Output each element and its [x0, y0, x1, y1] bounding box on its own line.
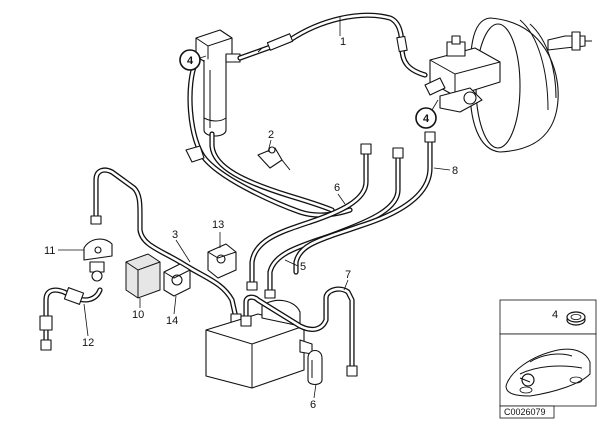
label-8a: 8	[452, 165, 458, 177]
label-5: 5	[300, 261, 306, 273]
label-10: 10	[132, 309, 144, 321]
inset-panel: 4 C0026079	[499, 299, 597, 419]
bracket-2	[185, 145, 291, 171]
clip-6	[307, 349, 323, 386]
clip-14	[163, 263, 191, 297]
master-cylinder	[424, 35, 501, 113]
part-labels: 1 2 3 5 6 6 7 8 8 10 11 12 13 14	[44, 16, 458, 411]
label-11: 11	[44, 245, 55, 257]
brake-hose-12	[39, 287, 103, 351]
label-13: 13	[212, 219, 224, 231]
label-3: 3	[172, 229, 178, 241]
hydraulic-control-unit	[205, 299, 313, 389]
ref-circle-4b: 4	[415, 99, 439, 129]
bracket-11	[83, 238, 113, 282]
label-6b: 6	[310, 399, 316, 411]
pressure-accumulator	[195, 29, 241, 137]
car-outline-icon	[505, 348, 591, 397]
brake-lines-6-8	[246, 131, 436, 299]
ref-circle-4a: 4	[179, 49, 207, 71]
rubber-mount-10	[125, 253, 161, 299]
brake-line-9	[90, 167, 242, 325]
label-2: 2	[268, 129, 274, 141]
label-4b: 4	[423, 113, 430, 125]
label-6a: 6	[334, 182, 340, 194]
clip-13	[207, 243, 237, 279]
diagram-code: C0026079	[504, 407, 546, 417]
brake-line-7	[240, 286, 358, 377]
hose-clamp-icon	[566, 311, 586, 326]
label-1: 1	[340, 36, 346, 48]
brake-hose-1	[237, 12, 428, 78]
label-4a: 4	[187, 55, 194, 67]
label-12: 12	[82, 337, 94, 349]
inset-label-4: 4	[552, 309, 558, 321]
brake-line-main	[187, 59, 353, 218]
label-14: 14	[166, 315, 178, 327]
label-7: 7	[345, 269, 351, 281]
